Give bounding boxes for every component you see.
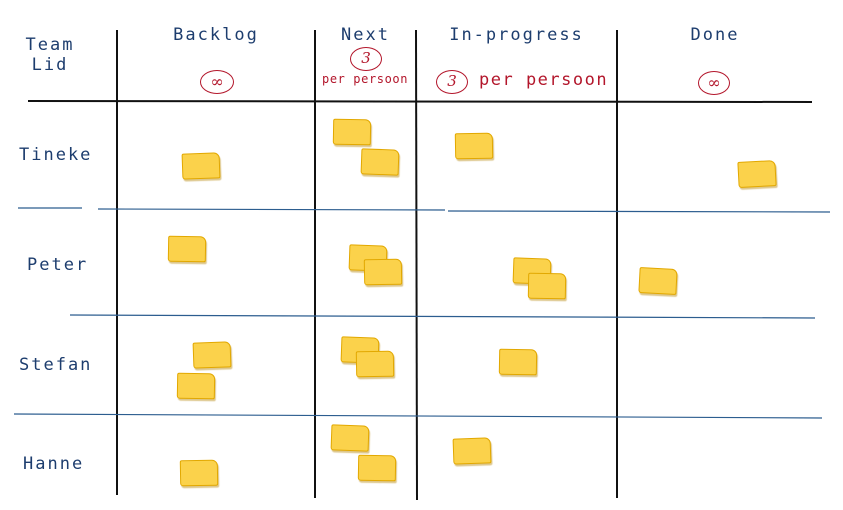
lane-divider-1	[18, 207, 831, 213]
header-divider	[27, 100, 813, 103]
sticky-note-stefan-in-progress-1[interactable]	[498, 348, 538, 376]
team-lid-header-line1: Team	[25, 35, 75, 55]
column-header-next: Next	[341, 25, 390, 45]
sticky-note-hanne-next-1[interactable]	[330, 424, 370, 452]
team-lid-header: Team Lid	[20, 35, 80, 75]
sticky-note-stefan-next-2[interactable]	[355, 350, 395, 378]
wip-text-in-progress: per persoon	[479, 70, 609, 90]
sticky-note-peter-backlog-1[interactable]	[167, 235, 207, 263]
column-header-done: Done	[690, 25, 740, 45]
lane-label-stefan: Stefan	[19, 355, 93, 375]
sticky-note-stefan-backlog-1[interactable]	[192, 341, 232, 369]
column-header-backlog: Backlog	[173, 25, 259, 45]
sticky-note-tineke-backlog-1[interactable]	[181, 152, 221, 180]
sticky-note-peter-in-progress-2[interactable]	[527, 272, 567, 300]
wip-limit-backlog: ∞	[200, 70, 234, 94]
wip-text-next: per persoon	[322, 72, 409, 86]
sticky-note-tineke-next-1[interactable]	[332, 118, 372, 146]
sticky-note-hanne-next-2[interactable]	[357, 454, 397, 482]
lane-label-peter: Peter	[27, 255, 89, 275]
sticky-note-peter-next-2[interactable]	[363, 258, 403, 286]
wip-limit-done: ∞	[698, 71, 730, 95]
sticky-note-stefan-backlog-2[interactable]	[176, 372, 216, 400]
lane-label-hanne: Hanne	[23, 454, 85, 474]
lane-label-tineke: Tineke	[19, 145, 93, 165]
wip-limit-in-progress: 3	[436, 70, 468, 94]
column-divider-in-progress	[415, 29, 418, 501]
sticky-note-peter-done-1[interactable]	[638, 267, 678, 295]
sticky-note-hanne-in-progress-1[interactable]	[452, 437, 492, 465]
sticky-note-hanne-backlog-1[interactable]	[179, 459, 219, 487]
sticky-note-tineke-next-2[interactable]	[360, 148, 400, 176]
sticky-note-tineke-done-1[interactable]	[737, 160, 777, 188]
team-lid-header-line2: Lid	[31, 55, 69, 75]
sticky-note-tineke-in-progress-1[interactable]	[454, 132, 494, 160]
lane-divider-2	[69, 314, 816, 319]
column-header-in-progress: In-progress	[449, 25, 584, 45]
wip-limit-next: 3	[350, 47, 382, 71]
lane-divider-3	[13, 413, 823, 419]
